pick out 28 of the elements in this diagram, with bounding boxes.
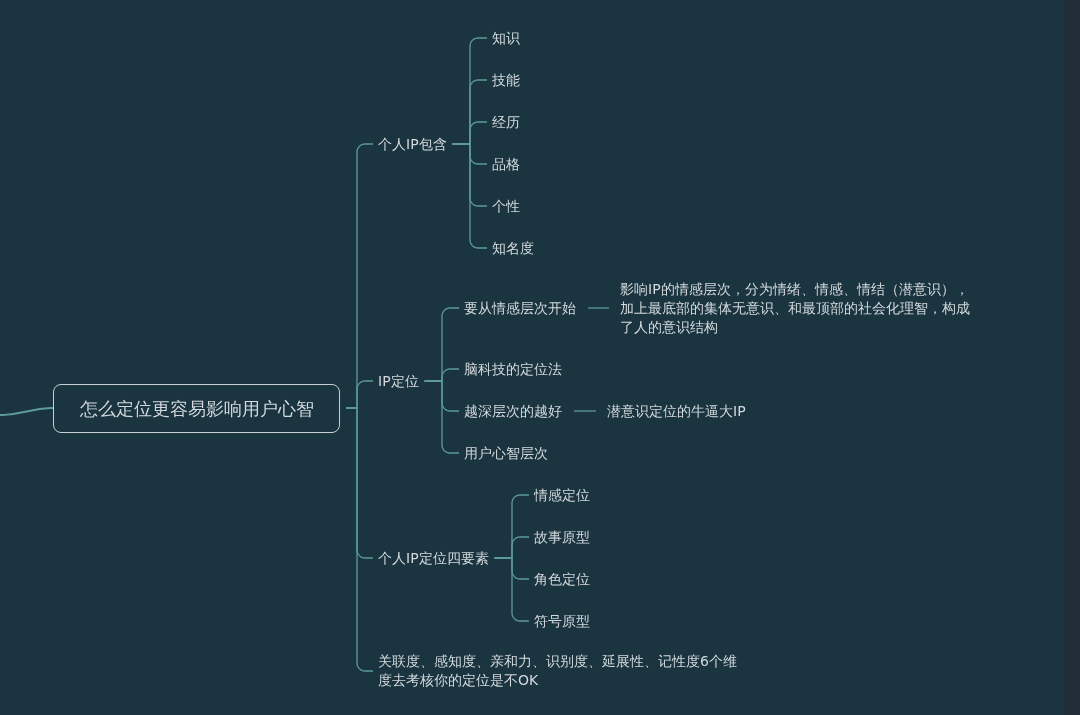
topic-label: 用户心智层次 [464,443,548,463]
root-topic-box: 怎么定位更容易影响用户心智 [53,383,340,433]
connector-line [573,410,597,412]
topic-label: 潜意识定位的牛逼大IP [607,401,746,421]
topic-label: 个人IP包含 [378,134,447,154]
connector-line [345,407,374,672]
topic-label: 个性 [492,196,520,216]
topic-label: 知识 [492,28,520,48]
topic-label: 脑科技的定位法 [464,359,562,379]
topic-label: 品格 [492,154,520,174]
topic-label: 故事原型 [534,527,590,547]
topic-label: 个人IP定位四要素 [378,548,489,568]
connector-line [493,557,530,622]
topic-label: IP定位 [378,371,419,391]
topic-label: 知名度 [492,238,534,258]
topic-label: 角色定位 [534,569,590,589]
topic-label: 越深层次的越好 [464,401,562,421]
connector-line [587,307,610,309]
topic-label: 经历 [492,112,520,132]
topic-label: 关联度、感知度、亲和力、识别度、延展性、记性度6个维度去考核你的定位是不OK [378,652,738,690]
connector-line [423,380,460,454]
connector-line [0,407,54,416]
topic-label: 符号原型 [534,611,590,631]
topic-label: 影响IP的情感层次，分为情绪、情感、情结（潜意识），加上最底部的集体无意识、和最顶部的社会化理智，构成了人的意识结构 [620,279,982,337]
topic-label: 技能 [492,70,520,90]
topic-label: 情感定位 [534,485,590,505]
topic-label: 要从情感层次开始 [464,298,576,318]
connector-line [451,143,488,249]
